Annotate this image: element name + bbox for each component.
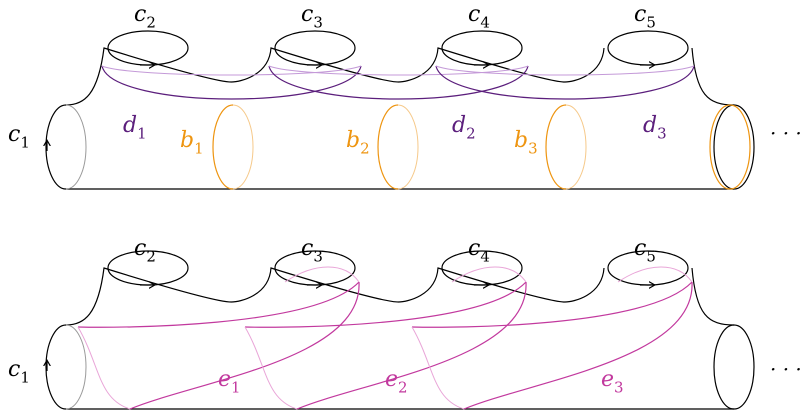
curve-e3-rim-back [617, 266, 693, 283]
label-c3-bottom: c3 [301, 236, 323, 266]
top-handle-rim-2 [107, 30, 189, 66]
curve-e1-upper [77, 281, 360, 328]
label-e1: e1 [218, 367, 241, 397]
label-d2: d2 [452, 113, 476, 143]
bottom-tube-top-edge [65, 267, 735, 326]
curve-b1-front [212, 104, 234, 190]
top-handle-rim-4 [441, 30, 523, 66]
label-c1-top: c1 [8, 122, 30, 152]
curve-b3-front [545, 104, 567, 190]
curve-e2-back [244, 326, 298, 410]
curve-e2-rim-back [451, 266, 527, 283]
bottom-left-end-back [65, 324, 87, 410]
curve-b3-back [565, 104, 587, 190]
label-d3: d3 [643, 113, 667, 143]
label-b1: b1 [180, 128, 204, 158]
top-left-end-front [45, 104, 67, 190]
curve-d3-front [435, 65, 695, 100]
curve-e1-lower [129, 281, 360, 410]
curve-d1-back [101, 65, 362, 76]
label-e3: e3 [601, 367, 624, 397]
top-left-end-back [65, 104, 87, 190]
top-tube-top-edge [65, 47, 735, 106]
curve-d1-front [101, 65, 362, 100]
top-right-end [713, 104, 755, 190]
curve-b2-front [377, 104, 399, 190]
ellipsis-top: · · · [770, 121, 802, 145]
curve-e2-lower [296, 281, 527, 410]
label-b3: b3 [514, 128, 538, 158]
label-c2-top: c2 [134, 2, 156, 32]
bottom-panel: c1 c2 c3 c4 c5 e1 e2 e3 · · · [8, 236, 802, 410]
curve-b1-back [232, 104, 254, 190]
curve-e3-lower [463, 281, 693, 410]
curve-d2-back [268, 65, 529, 76]
curve-e2-upper [244, 281, 527, 328]
label-c3-top: c3 [301, 2, 323, 32]
curve-e3-upper [411, 281, 693, 328]
curve-e3-back [411, 326, 465, 410]
label-e2: e2 [385, 367, 408, 397]
curve-b4 [709, 104, 751, 190]
label-b2: b2 [346, 128, 370, 158]
label-c4-bottom: c4 [468, 236, 490, 266]
bottom-right-end [713, 324, 755, 410]
curve-e1-back [77, 326, 131, 410]
label-c5-top: c5 [634, 2, 656, 32]
curve-e1-rim-back [284, 266, 360, 283]
curve-d2-front [268, 65, 529, 100]
top-handle-rim-3 [274, 30, 356, 66]
top-panel: c1 c2 c3 c4 c5 b1 b2 b3 d1 d2 d3 · · · [8, 2, 802, 190]
label-c5-bottom: c5 [634, 236, 656, 266]
curve-b2-back [397, 104, 419, 190]
label-c1-bottom: c1 [8, 357, 30, 387]
label-d1: d1 [123, 113, 147, 143]
ellipsis-bottom: · · · [770, 357, 802, 381]
bottom-left-end-front [45, 324, 67, 410]
label-c2-bottom: c2 [134, 236, 156, 266]
label-c4-top: c4 [468, 2, 490, 32]
curve-d3-back [435, 65, 695, 76]
top-handle-rim-5 [607, 30, 689, 66]
